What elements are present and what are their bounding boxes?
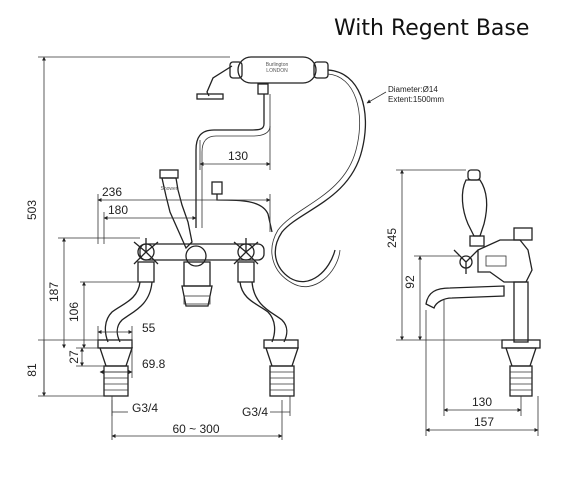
dim-55: 55: [97, 321, 156, 342]
dim-503: 503: [25, 200, 39, 220]
dim-27-label: 27: [67, 350, 81, 364]
dim-centres: 60 ~ 300: [111, 400, 283, 440]
dim-245-label: 245: [385, 228, 399, 248]
diagram-title: With Regent Base: [334, 16, 530, 41]
shower-riser: [195, 94, 271, 228]
mixer-body: [139, 243, 265, 307]
diverter-lever: Shower: [159, 169, 193, 250]
thread-right-label: G3/4: [242, 405, 268, 419]
right-leg: [239, 281, 299, 397]
dim-55-label: 55: [142, 321, 156, 335]
right-cross-handle: [233, 238, 259, 283]
hose-extent: Extent:1500mm: [388, 95, 444, 104]
dim-187: 187: [47, 237, 140, 349]
left-cross-handle: [133, 238, 159, 283]
svg-text:Shower: Shower: [161, 186, 178, 192]
dim-245: 245: [385, 169, 502, 341]
left-leg: [97, 281, 153, 397]
dim-187-label: 187: [47, 282, 61, 302]
dim-overall-height: 503: [25, 56, 230, 397]
dim-hose-offset: 130: [199, 126, 271, 170]
dim-130-side: 130: [443, 300, 522, 416]
dim-130-top: 130: [228, 149, 248, 163]
dim-180-label: 180: [108, 203, 128, 217]
dim-236-label: 236: [102, 185, 122, 199]
shower-head: [196, 65, 269, 100]
hose-spec-callout: Diameter:Ø14 Extent:1500mm: [366, 85, 444, 104]
thread-left-label: G3/4: [132, 401, 158, 415]
thread-left-callout: G3/4: [111, 396, 158, 416]
dim-69-8-label: 69.8: [142, 357, 166, 371]
dim-27: 27: [67, 347, 104, 367]
dim-180: 180: [103, 203, 197, 244]
handset-brand-sub: LONDON: [266, 68, 288, 74]
dim-157: 157: [425, 310, 539, 436]
dim-236: 236: [97, 185, 271, 244]
dim-centres-label: 60 ~ 300: [172, 422, 219, 436]
dim-92: 92: [403, 255, 460, 341]
dim-157-label: 157: [474, 415, 494, 429]
hose-diameter: Diameter:Ø14: [388, 85, 438, 94]
dim-69-8: 69.8: [99, 348, 166, 378]
dim-92-label: 92: [403, 275, 417, 289]
dim-81: 81: [25, 339, 98, 396]
dim-106-label: 106: [67, 302, 81, 322]
dim-130-side-label: 130: [472, 395, 492, 409]
handset-brand: Burlington: [266, 62, 289, 68]
thread-right-callout: G3/4: [242, 396, 291, 419]
dim-106: 106: [67, 281, 140, 349]
handset: Burlington LONDON: [229, 56, 329, 84]
side-view-tap: [425, 169, 541, 397]
hose: [271, 69, 366, 288]
hose-outlet: [211, 181, 273, 233]
dim-81-label: 81: [25, 363, 39, 377]
